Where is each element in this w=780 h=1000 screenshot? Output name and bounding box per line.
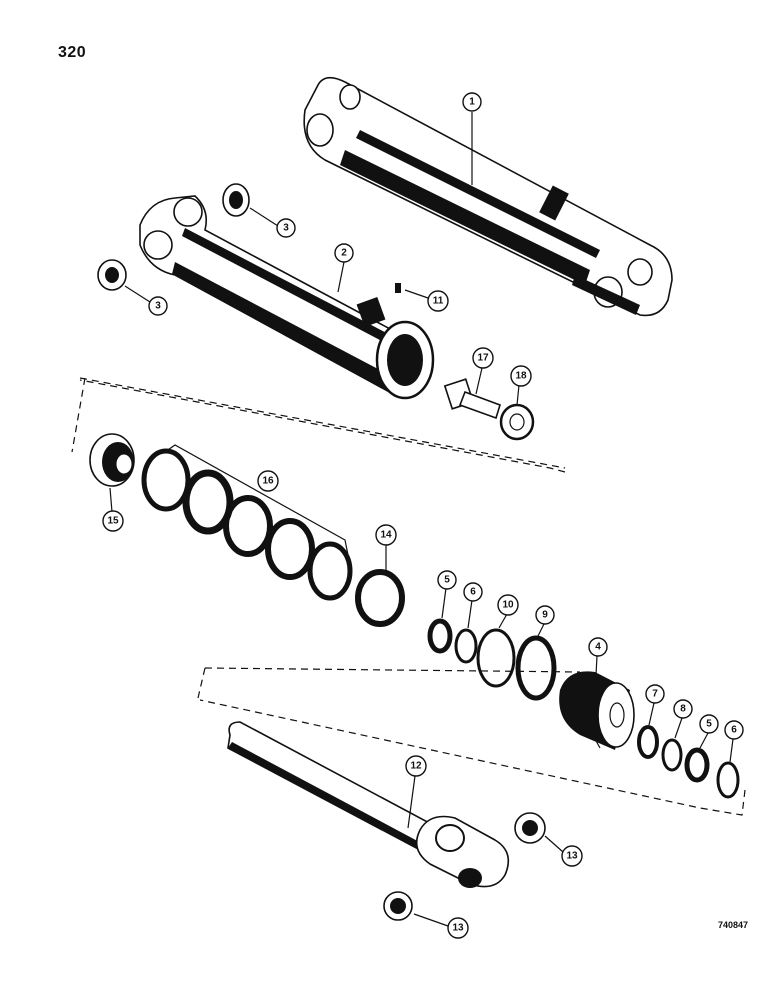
part-7-ring [637, 725, 659, 759]
callout-1: 1 [462, 92, 482, 112]
part-13-bushing-b [383, 891, 413, 921]
svg-text:6: 6 [731, 725, 737, 736]
callout-9: 9 [535, 605, 555, 625]
callout-6b: 6 [724, 720, 744, 740]
part-8-ring [661, 738, 683, 772]
callout-3a: 3 [276, 218, 296, 238]
part-1-cylinder-cutaway [303, 76, 673, 317]
callout-5b: 5 [699, 714, 719, 734]
part-6-oring-b [716, 761, 740, 799]
svg-text:3: 3 [283, 223, 289, 234]
svg-text:8: 8 [680, 704, 686, 715]
svg-text:3: 3 [155, 301, 161, 312]
svg-text:5: 5 [706, 719, 712, 730]
part-6-oring-a [454, 628, 478, 664]
svg-text:16: 16 [262, 476, 274, 487]
svg-text:17: 17 [477, 353, 489, 364]
part-2-cylinder-tube [139, 195, 435, 400]
part-18-washer [499, 403, 535, 441]
callout-14: 14 [375, 524, 397, 546]
part-13-bushing-a [514, 812, 546, 844]
group-boundary-lower [197, 667, 746, 816]
callout-18: 18 [510, 365, 532, 387]
part-5-ring-b [684, 747, 710, 783]
part-11-fitting [395, 283, 401, 293]
callout-13b: 13 [447, 917, 469, 939]
leader-lines [109, 112, 734, 927]
callout-6a: 6 [463, 582, 483, 602]
callout-12: 12 [405, 755, 427, 777]
svg-text:9: 9 [542, 610, 548, 621]
part-3-bushing-a [222, 183, 250, 217]
callout-3b: 3 [148, 296, 168, 316]
svg-text:11: 11 [433, 296, 444, 307]
svg-text:5: 5 [444, 575, 450, 586]
svg-text:13: 13 [452, 923, 464, 934]
part-15-gland [89, 433, 135, 487]
svg-text:1: 1 [469, 97, 475, 108]
svg-text:14: 14 [380, 530, 392, 541]
part-9-backup-ring [515, 635, 557, 701]
callout-10: 10 [497, 594, 519, 616]
callout-15: 15 [102, 510, 124, 532]
part-4-piston [559, 671, 635, 750]
svg-text:7: 7 [652, 689, 658, 700]
figure-id: 740847 [718, 920, 749, 930]
callout-11: 11 [427, 290, 449, 312]
part-5-ring-a [427, 618, 453, 654]
callout-17: 17 [472, 347, 494, 369]
callout-16: 16 [257, 470, 279, 492]
callout-4: 4 [588, 637, 608, 657]
callout-7: 7 [645, 684, 665, 704]
part-17-bolt [443, 378, 501, 420]
part-14-wiper [355, 569, 405, 627]
callout-2: 2 [334, 243, 354, 263]
callout-8: 8 [673, 699, 693, 719]
page-number: 320 [58, 44, 87, 61]
svg-text:15: 15 [107, 516, 119, 527]
part-3-bushing-b [97, 259, 127, 291]
svg-text:6: 6 [470, 587, 476, 598]
svg-text:2: 2 [341, 248, 347, 259]
part-10-oring [476, 628, 516, 688]
callout-13a: 13 [561, 845, 583, 867]
svg-text:10: 10 [502, 600, 514, 611]
svg-text:18: 18 [515, 371, 527, 382]
svg-text:12: 12 [410, 761, 422, 772]
part-16-seal-rings [141, 444, 353, 601]
svg-text:4: 4 [595, 642, 601, 653]
group-boundary-upper [71, 377, 566, 473]
part-12-piston-rod [227, 721, 510, 888]
callout-5a: 5 [437, 570, 457, 590]
svg-text:13: 13 [566, 851, 578, 862]
